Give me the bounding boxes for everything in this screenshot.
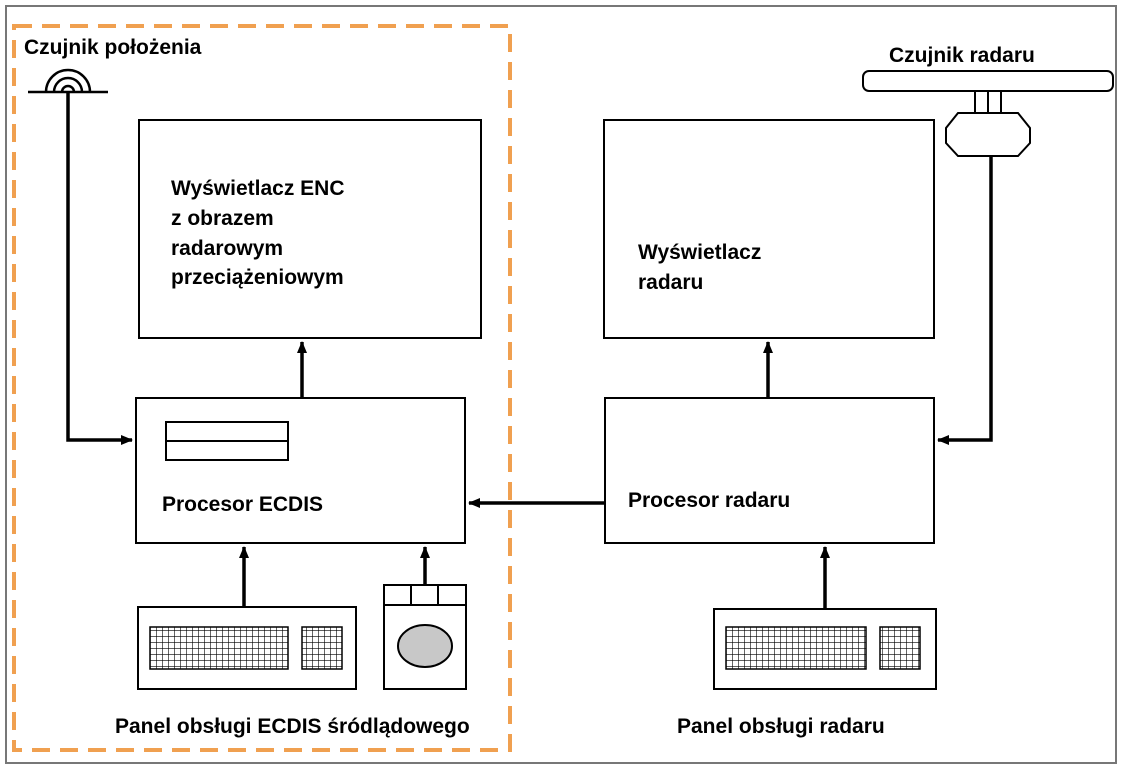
enc-display-label-line-2: z obrazem [171,206,274,230]
radar-keyboard-icon [713,608,937,690]
radar-display-box [603,119,935,339]
radar-processor-label: Procesor radaru [628,489,791,512]
radar-processor-box [604,397,935,544]
ecdis-panel-label: Panel obsługi ECDIS śródlądowego [115,715,470,738]
radar-sensor-to-processor-line [937,156,993,445]
position-sensor-to-ecdis-line [66,92,133,445]
enc-display-label: Wyświetlacz ENC z obrazem radarowym prze… [171,174,345,293]
position-sensor-label: Czujnik położenia [24,36,202,59]
ecdis-keyboard-icon [137,606,357,690]
radar-sensor-antenna-icon [862,70,1114,157]
enc-display-label-line-1: Wyświetlacz ENC [171,177,345,200]
disk-drive-icon [165,421,289,461]
enc-display-label-line-4: przeciążeniowym [171,266,344,290]
radar-display-label-line-1: Wyświetlacz [638,241,762,264]
enc-display-label-line-3: radarowym [171,236,284,260]
radar-display-label-line-2: radaru [638,270,704,294]
position-sensor-antenna-icon [28,68,108,94]
outer-frame [5,5,1117,764]
ecdis-boundary [12,24,512,752]
trackball-icon [383,584,467,690]
ecdis-processor-label: Procesor ECDIS [162,493,324,516]
radar-sensor-label: Czujnik radaru [889,44,1035,67]
ecdis-processor-box [135,397,466,544]
radar-panel-label: Panel obsługi radaru [677,715,885,738]
radar-display-label: Wyświetlacz radaru [638,238,761,298]
enc-display-box [138,119,482,339]
